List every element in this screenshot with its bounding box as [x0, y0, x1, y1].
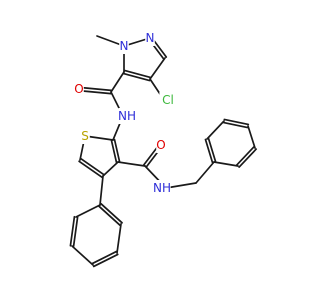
bond-bz2-bz3-b — [235, 146, 255, 166]
bond-pzC3-pzC4 — [149, 57, 166, 80]
bond-thC4-thC3 — [102, 161, 119, 177]
bond-bz2-bz3-a — [238, 148, 258, 168]
bond-bz3-bz4 — [247, 125, 256, 149]
bond-thC3-thC2-a — [113, 138, 121, 163]
atom-label-bg — [74, 81, 84, 97]
bond-bz4-bz5-b — [222, 121, 249, 129]
bond-thC4-ph1 — [99, 175, 104, 206]
bond-thC5-thC4-a — [78, 160, 103, 179]
atom-label-n-pyrazole: N — [146, 31, 155, 45]
bond-ph6-ph1 — [75, 204, 101, 218]
bond-ph1-ph2-b — [100, 202, 123, 224]
atom-label-carbonyl-o2: O — [156, 138, 165, 152]
bond-bz6-bz1-a — [204, 138, 214, 164]
bond-ph4-ph5 — [71, 245, 94, 266]
atom-label-carbonyl-o1: O — [74, 82, 83, 96]
atom-label-bg — [118, 108, 136, 124]
bond-pzC5-co1 — [110, 71, 125, 93]
atom-label-amide-nh1: NH — [118, 109, 136, 123]
atom-label-bg — [119, 38, 129, 54]
bond-pzC4-pzC5-a — [123, 69, 152, 79]
bond-pzC4-pzC5-b — [122, 72, 151, 82]
bond-ph1-ph2-a — [98, 205, 121, 227]
atom-label-bg — [156, 137, 166, 153]
bond-ph3-ph4-b — [92, 253, 119, 268]
bond-bz1-bz2 — [213, 161, 239, 167]
atom-label-n1-pyrazole: N — [120, 39, 129, 53]
bond-ch2-bz1 — [195, 161, 215, 184]
atom-label-bg — [159, 92, 177, 108]
bond-bz6-bz1-b — [207, 137, 217, 163]
atom-label-bg — [80, 128, 90, 144]
atom-label-chloro: Cl — [162, 93, 174, 107]
bond-thC5-thC4-b — [80, 157, 105, 176]
bond-thC3-co2 — [117, 161, 146, 167]
atom-label-amide-nh2: NH — [153, 181, 171, 195]
atom-label-bg — [153, 180, 171, 196]
bond-carbonyl1-b — [78, 89, 112, 95]
bond-bz4-bz5-a — [223, 118, 250, 126]
bond-ph3-ph4-a — [91, 250, 118, 265]
atom-label-bg — [145, 30, 155, 46]
bond-nh2-ch2 — [165, 182, 197, 189]
bond-ph5-ph6-a — [72, 216, 79, 248]
bond-ph2-ph3 — [116, 223, 122, 254]
bond-carbonyl1-a — [78, 86, 112, 92]
atom-label-thiophene-s: S — [81, 129, 89, 143]
bond-thC3-thC2-b — [110, 139, 118, 164]
bond-bz5-bz6 — [206, 120, 225, 140]
bond-ph5-ph6-b — [69, 215, 76, 247]
